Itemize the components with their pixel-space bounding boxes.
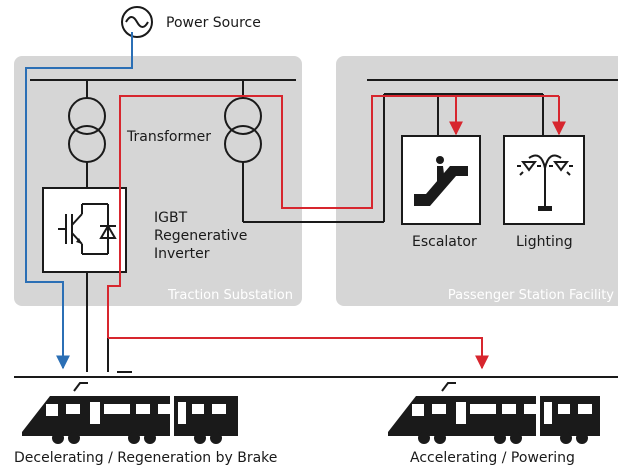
power-source-label: Power Source	[166, 15, 261, 31]
regeneration-flow-line	[25, 32, 133, 370]
passenger-station-facility-label: Passenger Station Facility	[448, 288, 614, 303]
right-train-icon	[388, 382, 600, 444]
escalator-icon	[414, 156, 468, 206]
power-source-icon	[121, 6, 153, 38]
traction-substation-label: Traction Substation	[167, 288, 293, 303]
transformer-label: Transformer	[126, 129, 211, 145]
lamp-base	[538, 206, 552, 211]
igbt-inverter-box	[42, 187, 127, 273]
powering-flow-lines	[107, 95, 566, 370]
igbt-label-line2: Regenerative	[154, 228, 247, 244]
diode-symbol	[99, 224, 117, 239]
transformer-icon-2	[224, 97, 262, 163]
accelerating-label: Accelerating / Powering	[410, 450, 575, 466]
igbt-emitter-arrow	[76, 238, 82, 244]
lighting-label: Lighting	[516, 234, 573, 250]
escalator-label: Escalator	[412, 234, 477, 250]
igbt-label-line1: IGBT	[154, 210, 188, 226]
lighting-icon	[517, 154, 573, 208]
left-train-icon	[22, 382, 238, 444]
transformer-icon	[68, 97, 106, 163]
igbt-label-line3: Inverter	[154, 246, 210, 262]
wiring	[14, 79, 618, 378]
decelerating-label: Decelerating / Regeneration by Brake	[14, 450, 277, 466]
